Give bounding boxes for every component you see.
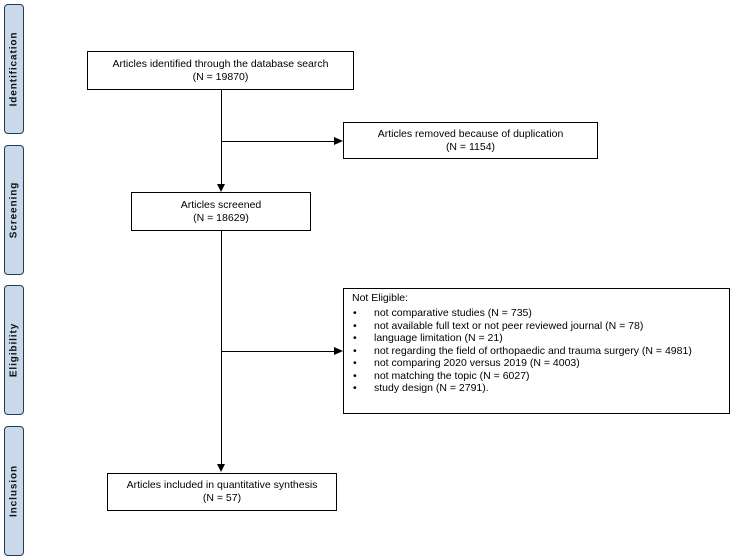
arrowhead-to-not-eligible xyxy=(334,347,343,355)
phase-screening: Screening xyxy=(4,145,24,275)
connector-identified-to-screened xyxy=(221,90,222,188)
phase-label-eligibility: Eligibility xyxy=(8,322,20,378)
arrowhead-to-duplicates xyxy=(334,137,343,145)
box-screened: Articles screened (N = 18629) xyxy=(131,192,311,231)
not-eligible-item: not comparative studies (N = 735) xyxy=(352,307,721,320)
box-included-text: Articles included in quantitative synthe… xyxy=(126,479,318,491)
connector-to-duplicates xyxy=(221,141,334,142)
box-duplicates-text: Articles removed because of duplication xyxy=(377,127,564,140)
not-eligible-item: not available full text or not peer revi… xyxy=(352,320,721,333)
box-screened-count: (N = 18629) xyxy=(193,211,249,224)
box-duplicates-count: (N = 1154) xyxy=(445,140,496,153)
phase-label-identification: Identification xyxy=(8,31,20,107)
arrowhead-to-included xyxy=(217,464,225,472)
phase-eligibility: Eligibility xyxy=(4,285,24,415)
box-included: Articles included in quantitative synthe… xyxy=(107,473,337,511)
not-eligible-item: not regarding the field of orthopaedic a… xyxy=(352,345,721,358)
box-included-count: (N = 57) xyxy=(202,492,242,504)
arrowhead-to-screened xyxy=(217,184,225,192)
not-eligible-title: Not Eligible: xyxy=(352,292,409,304)
not-eligible-item: not matching the topic (N = 6027) xyxy=(352,370,721,383)
not-eligible-list: not comparative studies (N = 735) not av… xyxy=(352,307,721,395)
connector-to-not-eligible xyxy=(221,351,334,352)
phase-label-inclusion: Inclusion xyxy=(8,465,20,517)
not-eligible-item: not comparing 2020 versus 2019 (N = 4003… xyxy=(352,357,721,370)
box-duplicates: Articles removed because of duplication … xyxy=(343,122,598,159)
not-eligible-item: study design (N = 2791). xyxy=(352,382,721,395)
not-eligible-item: language limitation (N = 21) xyxy=(352,332,721,345)
box-identified: Articles identified through the database… xyxy=(87,51,354,90)
box-not-eligible: Not Eligible: not comparative studies (N… xyxy=(343,288,730,414)
box-screened-text: Articles screened xyxy=(180,198,262,211)
phase-inclusion: Inclusion xyxy=(4,426,24,556)
connector-screened-to-included xyxy=(221,231,222,466)
phase-label-screening: Screening xyxy=(8,181,20,239)
phase-identification: Identification xyxy=(4,4,24,134)
box-identified-text: Articles identified through the database… xyxy=(112,57,329,70)
box-identified-count: (N = 19870) xyxy=(192,70,249,83)
